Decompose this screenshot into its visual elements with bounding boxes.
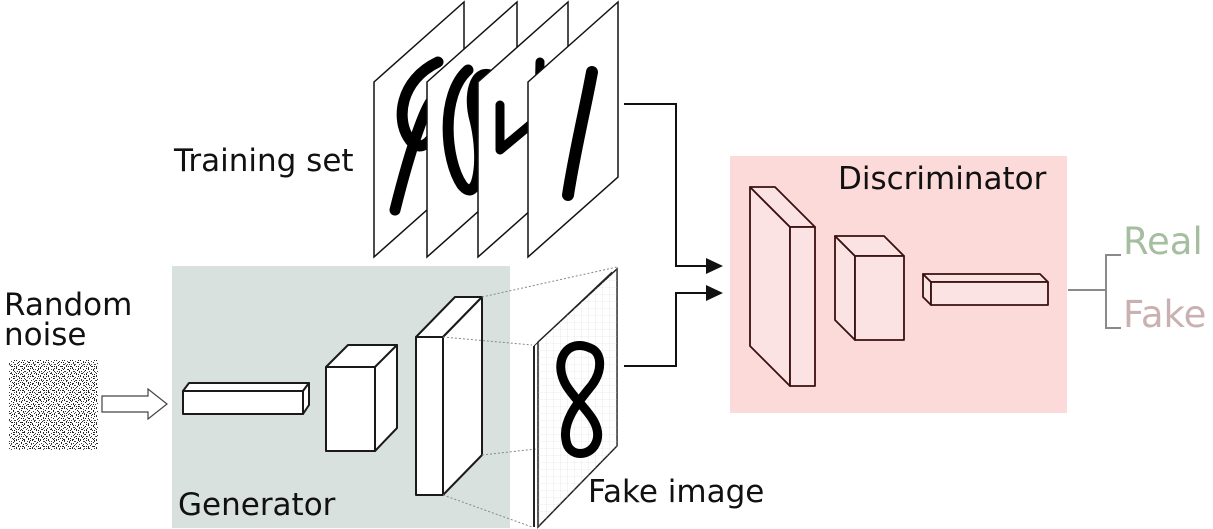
fake-to-discriminator-arrow — [706, 285, 723, 301]
fake-label: Fake — [1123, 293, 1206, 336]
fake-image-label: Fake image — [588, 474, 764, 510]
connector-lines — [624, 103, 706, 367]
fake-image — [533, 267, 618, 529]
training-image-4 — [527, 0, 619, 259]
generator-label: Generator — [178, 487, 336, 523]
real-label: Real — [1123, 220, 1203, 263]
noise-to-generator-arrow — [101, 387, 168, 421]
training-to-discriminator-arrow — [706, 258, 723, 274]
discriminator-layer-1 — [749, 186, 816, 387]
random-noise-label-line2: noise — [4, 317, 86, 353]
generator-layer-3 — [415, 296, 483, 496]
training-set-label: Training set — [173, 143, 354, 179]
random-noise-label-line1: Random — [4, 287, 132, 323]
discriminator-label: Discriminator — [838, 161, 1047, 197]
training-set-images — [373, 0, 619, 259]
generator-layer-2 — [325, 344, 398, 452]
output-branch — [1068, 254, 1121, 329]
discriminator-layer-2 — [834, 235, 905, 341]
random-noise-image — [9, 360, 98, 450]
discriminator-layer-3 — [922, 273, 1049, 306]
generator-layer-1 — [182, 382, 310, 415]
